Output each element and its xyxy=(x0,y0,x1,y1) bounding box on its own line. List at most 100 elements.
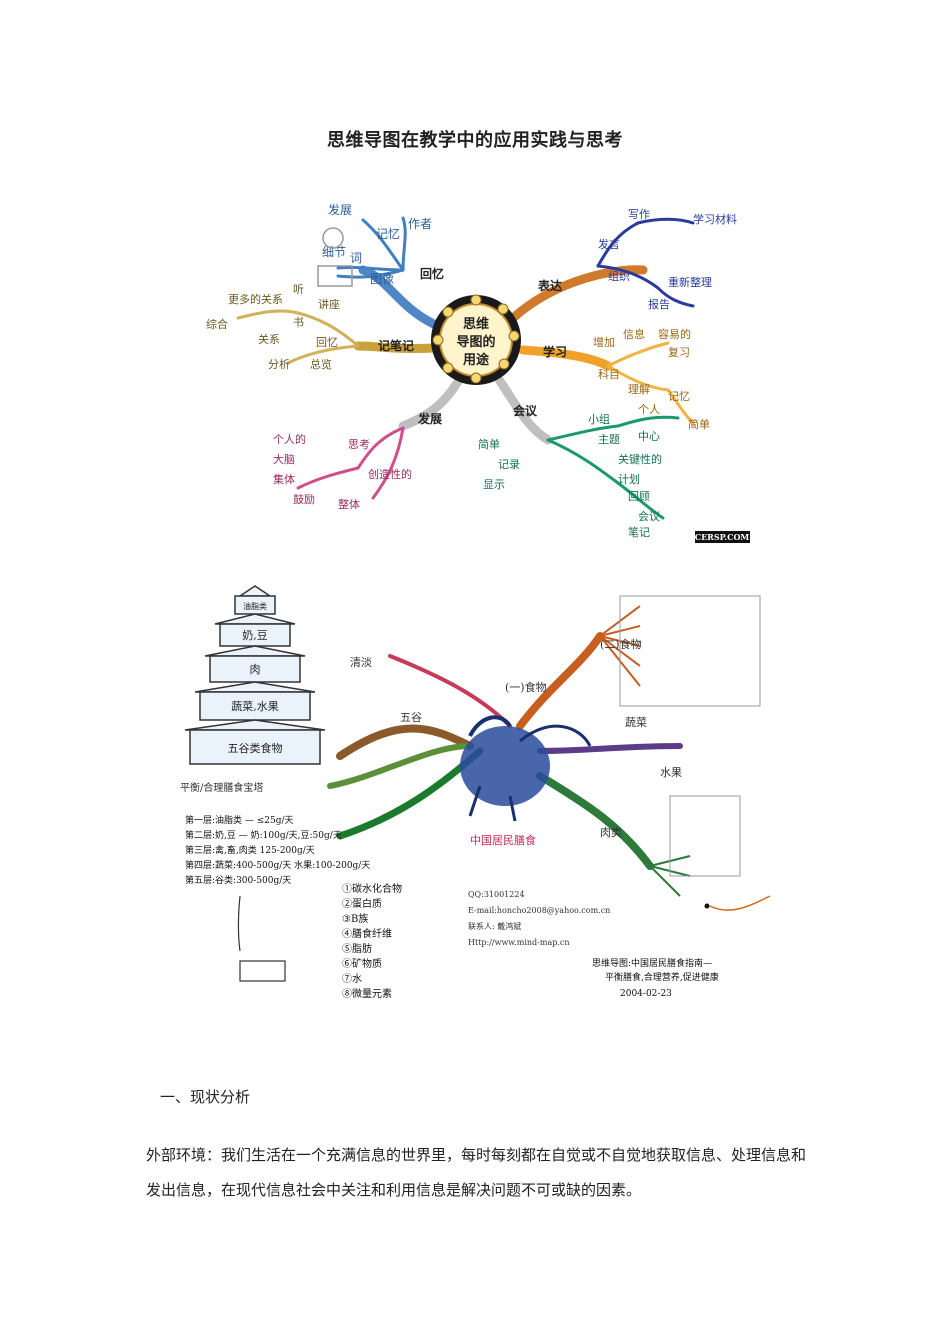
svg-text:(二)食物: (二)食物 xyxy=(600,637,642,651)
watermark: CERSP.COM xyxy=(695,532,750,542)
svg-text:创造性的: 创造性的 xyxy=(368,467,412,481)
svg-text:中国居民膳食: 中国居民膳食 xyxy=(470,833,536,847)
mindmap-uses-image: 发展记忆作者 词图像细节 写作学习材料发言 组织重新整理报告 增加信息容易的 复… xyxy=(198,178,753,548)
svg-text:个人: 个人 xyxy=(638,403,660,416)
svg-text:QQ:31001224: QQ:31001224 xyxy=(468,890,525,899)
svg-text:联系人: 戴鸿斌: 联系人: 戴鸿斌 xyxy=(468,921,521,931)
svg-text:中心: 中心 xyxy=(638,430,660,443)
svg-text:油脂类: 油脂类 xyxy=(243,601,267,611)
svg-text:第一层:油脂类 — ≤25g/天: 第一层:油脂类 — ≤25g/天 xyxy=(185,814,294,826)
mindmap-diet-image: 油脂类 奶,豆 肉 蔬菜,水果 五谷类食物 中国居民膳食 (一)食物 清淡 (二… xyxy=(180,576,775,1006)
branch-develop: 发展 xyxy=(417,411,442,426)
svg-text:组织: 组织 xyxy=(608,269,630,283)
svg-text:思考: 思考 xyxy=(348,438,370,451)
svg-text:综合: 综合 xyxy=(206,317,228,331)
svg-text:关系: 关系 xyxy=(258,332,280,346)
svg-text:词: 词 xyxy=(350,251,362,265)
svg-text:小组: 小组 xyxy=(588,412,610,426)
svg-text:鼓励: 鼓励 xyxy=(293,492,315,506)
mindmap-center: 思维 导图的 用途 xyxy=(431,294,521,385)
svg-text:蔬菜: 蔬菜 xyxy=(625,716,647,729)
svg-text:复习: 复习 xyxy=(668,345,690,359)
svg-text:平衡膳食,合理营养,促进健康: 平衡膳食,合理营养,促进健康 xyxy=(605,971,719,983)
svg-text:显示: 显示 xyxy=(483,478,505,491)
food-pagoda xyxy=(184,585,326,765)
svg-text:重新整理: 重新整理 xyxy=(668,275,712,289)
svg-text:分析: 分析 xyxy=(268,357,290,371)
svg-text:增加: 增加 xyxy=(593,335,615,349)
svg-text:②蛋白质: ②蛋白质 xyxy=(342,897,382,910)
branch-notes: 记笔记 xyxy=(378,338,414,353)
svg-text:科目: 科目 xyxy=(598,367,620,381)
svg-text:⑦水: ⑦水 xyxy=(342,973,362,985)
svg-text:五谷: 五谷 xyxy=(400,711,422,724)
svg-text:思维导图:中国居民膳食指南—: 思维导图:中国居民膳食指南— xyxy=(592,957,712,969)
center-phoenix: 中国居民膳食 xyxy=(460,715,592,847)
svg-text:整体: 整体 xyxy=(338,497,360,511)
svg-text:⑧微量元素: ⑧微量元素 xyxy=(342,987,392,1000)
svg-text:简单: 简单 xyxy=(478,437,500,451)
svg-text:记忆: 记忆 xyxy=(376,227,400,241)
svg-text:个人的: 个人的 xyxy=(273,432,306,446)
svg-text:(一)食物: (一)食物 xyxy=(505,680,547,694)
svg-text:记录: 记录 xyxy=(498,458,520,471)
svg-text:第二层:奶,豆 — 奶:100g/天,豆:50g/天: 第二层:奶,豆 — 奶:100g/天,豆:50g/天 xyxy=(185,829,342,841)
svg-text:回忆: 回忆 xyxy=(316,336,338,349)
svg-text:肉类: 肉类 xyxy=(600,825,622,839)
svg-text:书: 书 xyxy=(293,316,304,329)
svg-text:细节: 细节 xyxy=(322,245,346,259)
svg-text:容易的: 容易的 xyxy=(658,327,691,341)
section-heading: 一、现状分析 xyxy=(160,1088,251,1106)
svg-text:第五层:谷类:300-500g/天: 第五层:谷类:300-500g/天 xyxy=(185,874,291,886)
svg-text:平衡/合理膳食宝塔: 平衡/合理膳食宝塔 xyxy=(180,781,263,794)
branch-meeting: 会议 xyxy=(513,403,538,418)
svg-text:集体: 集体 xyxy=(273,472,295,486)
body-paragraph: 外部环境：我们生活在一个充满信息的世界里，每时每刻都在自觉或不自觉地获取信息、处… xyxy=(146,1146,807,1199)
svg-text:⑤脂肪: ⑤脂肪 xyxy=(342,942,372,955)
svg-text:计划: 计划 xyxy=(618,473,640,486)
svg-text:学习材料: 学习材料 xyxy=(693,212,737,226)
svg-text:导图的: 导图的 xyxy=(456,334,495,350)
svg-text:会议: 会议 xyxy=(638,510,660,523)
svg-text:五谷类食物: 五谷类食物 xyxy=(228,741,283,755)
svg-text:信息: 信息 xyxy=(623,327,645,341)
svg-text:思维: 思维 xyxy=(463,316,489,332)
svg-text:笔记: 笔记 xyxy=(628,525,650,539)
branch-express: 表达 xyxy=(537,278,562,293)
svg-text:报告: 报告 xyxy=(648,297,670,311)
svg-text:主题: 主题 xyxy=(598,433,620,446)
svg-text:回顾: 回顾 xyxy=(628,490,650,503)
svg-text:第三层:禽,畜,肉类 125-200g/天: 第三层:禽,畜,肉类 125-200g/天 xyxy=(185,844,315,856)
branch-study: 学习 xyxy=(543,344,567,359)
svg-text:大脑: 大脑 xyxy=(273,452,295,466)
svg-text:Http://www.mind-map.cn: Http://www.mind-map.cn xyxy=(468,938,570,947)
svg-text:作者: 作者 xyxy=(408,217,432,231)
svg-text:蔬菜,水果: 蔬菜,水果 xyxy=(231,700,279,713)
svg-text:记忆: 记忆 xyxy=(668,390,690,403)
svg-text:第四层:蔬菜:400-500g/天 水果:100-200g/: 第四层:蔬菜:400-500g/天 水果:100-200g/天 xyxy=(185,859,370,871)
svg-text:图像: 图像 xyxy=(370,272,394,286)
svg-text:E-mail:honcho2008@yahoo.com.cn: E-mail:honcho2008@yahoo.com.cn xyxy=(468,906,610,915)
svg-text:理解: 理解 xyxy=(628,382,650,396)
svg-text:水果: 水果 xyxy=(660,766,682,779)
page-title: 思维导图在教学中的应用实践与思考 xyxy=(327,130,623,151)
svg-text:①碳水化合物: ①碳水化合物 xyxy=(342,882,402,895)
svg-text:发言: 发言 xyxy=(598,237,620,251)
svg-text:更多的关系: 更多的关系 xyxy=(228,292,283,306)
svg-text:听: 听 xyxy=(293,283,304,296)
branch-recall: 回忆 xyxy=(420,266,444,281)
svg-text:简单: 简单 xyxy=(688,417,710,431)
svg-text:讲座: 讲座 xyxy=(318,297,340,311)
svg-text:发展: 发展 xyxy=(328,202,352,217)
svg-text:清淡: 清淡 xyxy=(350,656,372,669)
svg-text:③B族: ③B族 xyxy=(342,912,368,925)
svg-text:奶,豆: 奶,豆 xyxy=(242,628,268,642)
svg-text:④膳食纤维: ④膳食纤维 xyxy=(342,927,392,940)
svg-text:2004-02-23: 2004-02-23 xyxy=(620,989,672,999)
svg-text:关键性的: 关键性的 xyxy=(618,452,662,466)
svg-text:总览: 总览 xyxy=(310,357,332,371)
svg-text:肉: 肉 xyxy=(250,663,261,676)
svg-text:⑥矿物质: ⑥矿物质 xyxy=(342,957,382,970)
svg-text:写作: 写作 xyxy=(628,208,650,221)
svg-text:用途: 用途 xyxy=(462,352,490,368)
